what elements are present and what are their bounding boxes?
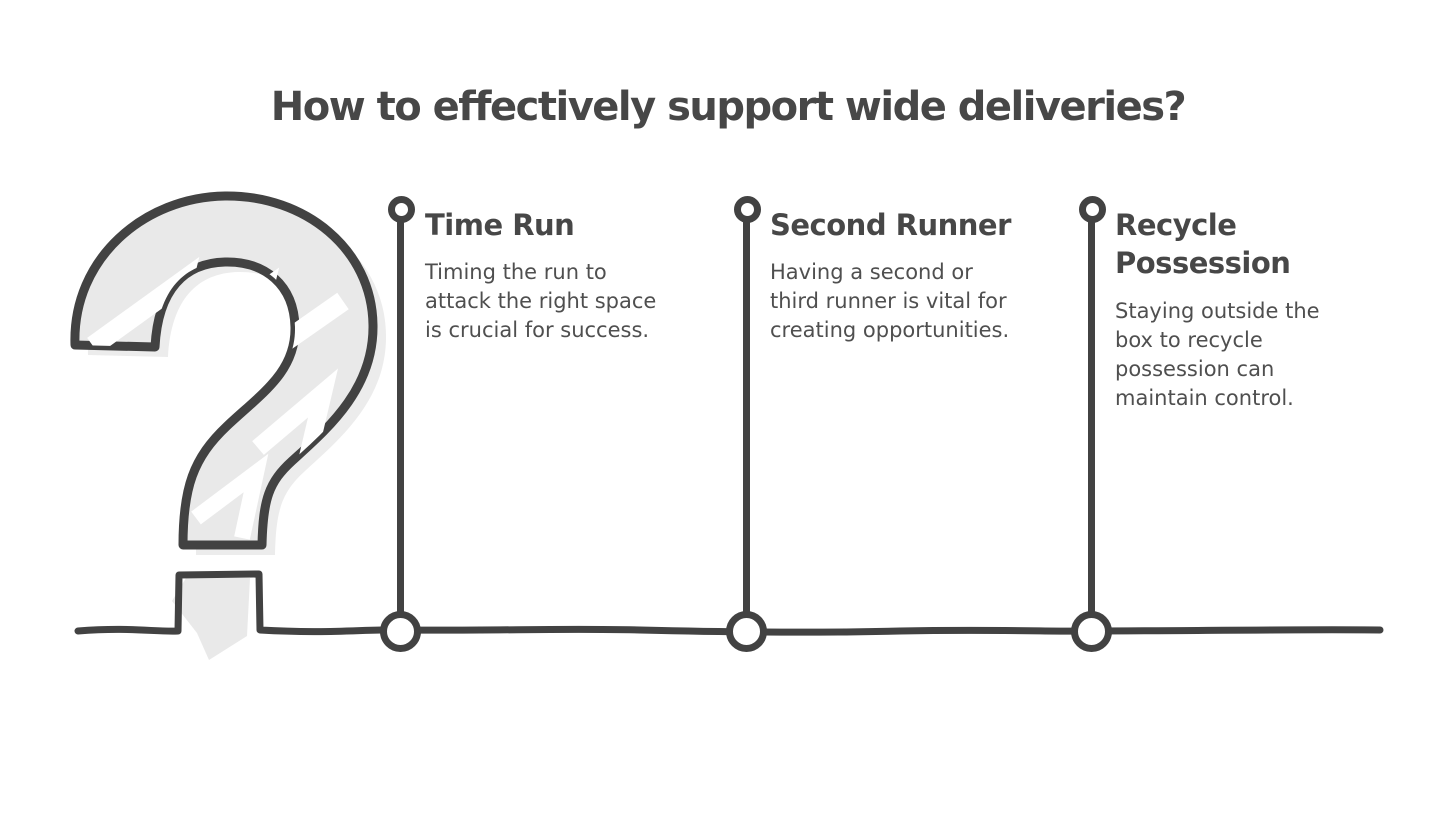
item-description: Timing the run to attack the right space…: [425, 260, 657, 343]
timeline-item-top-node: [734, 196, 761, 223]
timeline-item-recycle-possession: Recycle Possession Staying outside the b…: [1115, 206, 1375, 413]
timeline-item-second-runner: Second Runner Having a second or third r…: [770, 206, 1070, 345]
item-description: Having a second or third runner is vital…: [770, 260, 1010, 343]
timeline-item-bottom-node: [380, 611, 421, 652]
item-description: Staying outside the box to recycle posse…: [1115, 298, 1320, 410]
timeline-item-line: [743, 209, 750, 632]
timeline-item-time-run: Time Run Timing the run to attack the ri…: [425, 206, 725, 345]
page-title: How to effectively support wide deliveri…: [270, 84, 1187, 130]
timeline-item-line: [397, 209, 404, 632]
timeline-item-top-node: [1079, 196, 1106, 223]
timeline-item-bottom-node: [726, 611, 767, 652]
question-mark-icon: [58, 186, 387, 556]
timeline-item-top-node: [388, 196, 415, 223]
question-mark-dot-fold: [172, 578, 250, 660]
item-heading: Time Run: [425, 208, 575, 242]
item-heading: Second Runner: [770, 208, 1011, 242]
timeline-item-line: [1088, 209, 1095, 632]
timeline-baseline: [74, 570, 1384, 660]
item-heading: Recycle Possession: [1115, 208, 1291, 281]
timeline-item-bottom-node: [1071, 611, 1112, 652]
baseline-stroke: [74, 570, 1384, 636]
